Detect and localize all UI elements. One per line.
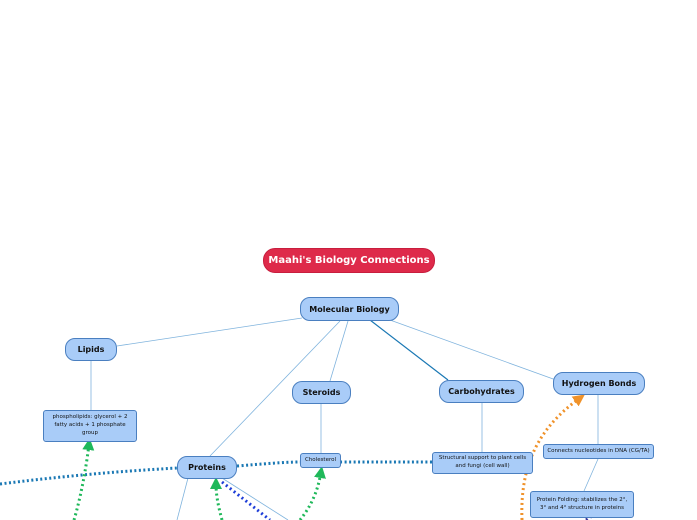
orange-link xyxy=(520,394,585,520)
title-node[interactable]: Maahi's Biology Connections xyxy=(263,248,435,273)
line-molbio-carbohydrates xyxy=(369,319,449,381)
node-molecular-biology[interactable]: Molecular Biology xyxy=(300,297,399,321)
node-hydrogen-bonds[interactable]: Hydrogen Bonds xyxy=(553,372,645,395)
line-connects-folding xyxy=(583,458,599,492)
node-proteins[interactable]: Proteins xyxy=(177,456,237,479)
line-molbio-steroids xyxy=(329,320,349,382)
node-phospholipids[interactable]: phospholipids: glycerol + 2 fatty acids … xyxy=(43,410,137,442)
node-connects-nucleotides[interactable]: Connects nucleotides in DNA (CG/TA) xyxy=(543,444,654,459)
green-link-phospholipids xyxy=(72,438,95,520)
blue-link xyxy=(221,480,271,520)
node-carbohydrates[interactable]: Carbohydrates xyxy=(439,380,524,403)
green-link-cholesterol xyxy=(298,466,326,520)
green-link-proteins xyxy=(210,477,224,520)
line-molbio-proteins xyxy=(209,320,341,457)
teal-link xyxy=(0,460,432,486)
node-protein-folding[interactable]: Protein Folding: stabilizes the 2°, 3° a… xyxy=(530,491,634,518)
node-structural-support[interactable]: Structural support to plant cells and fu… xyxy=(432,452,533,474)
tree-lines xyxy=(90,317,599,520)
node-lipids[interactable]: Lipids xyxy=(65,338,117,361)
line-molbio-lipids xyxy=(116,317,303,347)
line-proteins-down-1 xyxy=(176,477,189,520)
line-molbio-hbonds xyxy=(389,319,557,381)
node-steroids[interactable]: Steroids xyxy=(292,381,351,404)
node-cholesterol[interactable]: Cholesterol xyxy=(300,453,341,468)
line-proteins-down-2 xyxy=(221,477,289,520)
